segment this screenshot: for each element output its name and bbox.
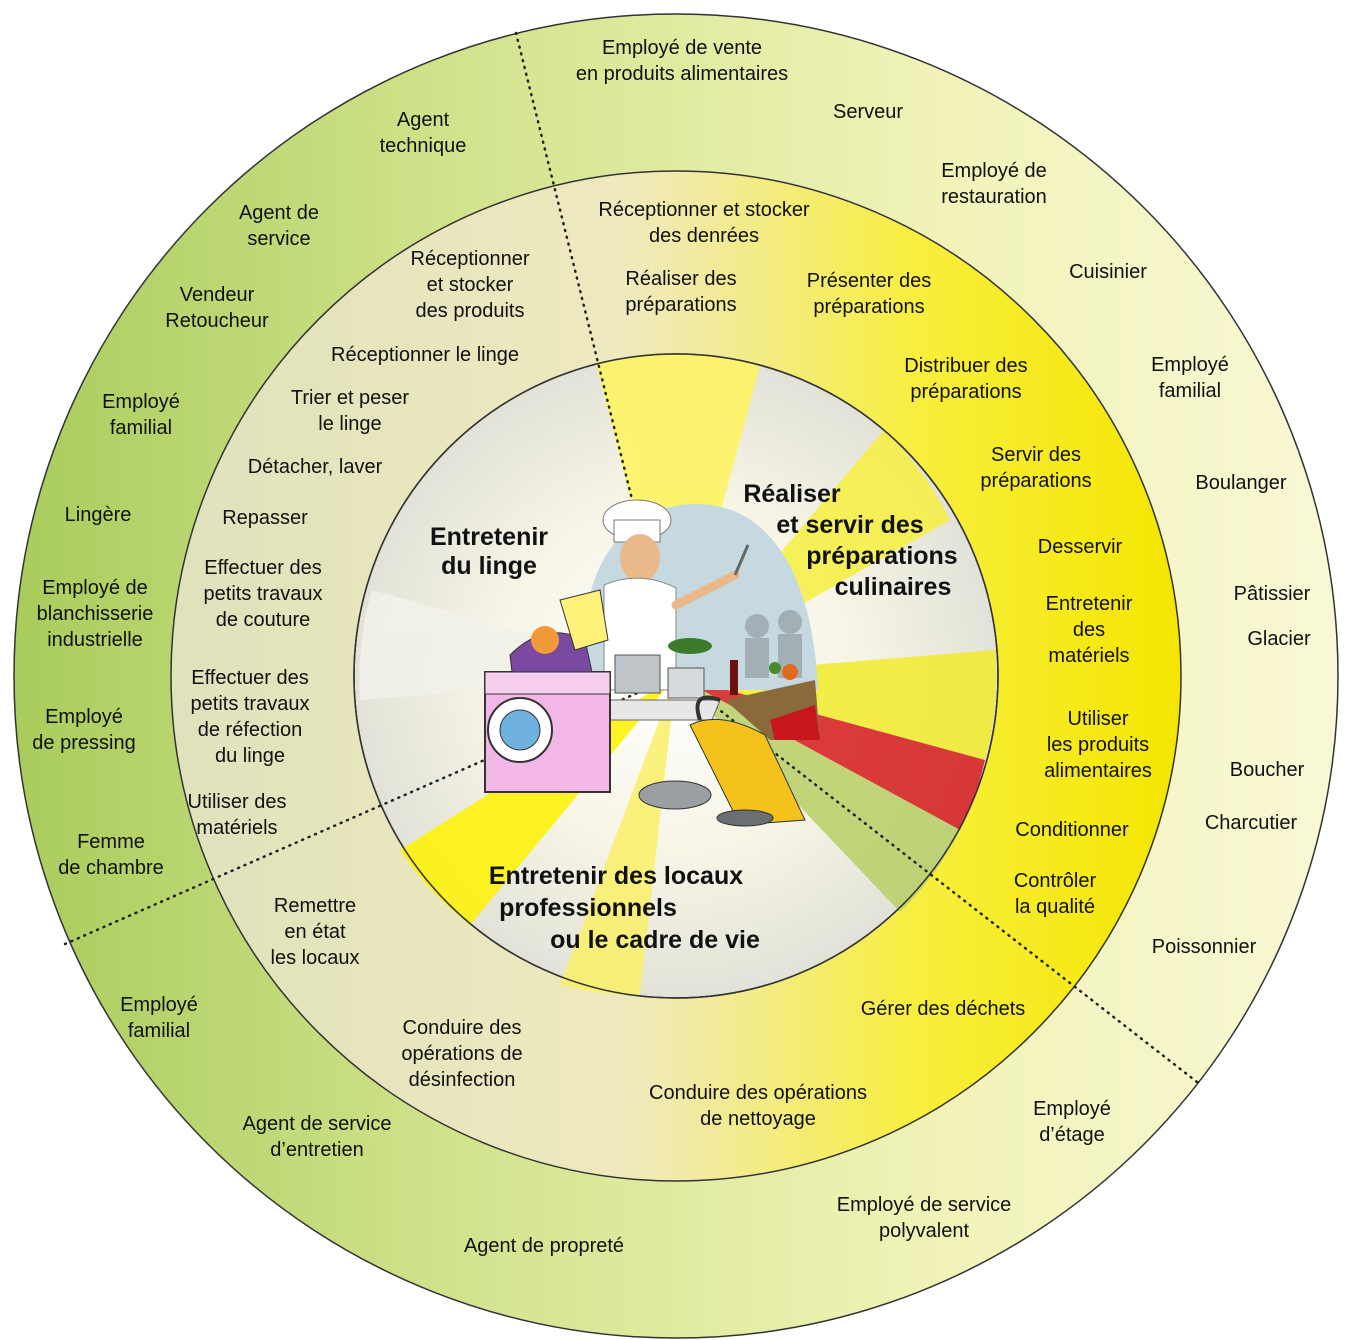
job-culinary-7: Pâtissier xyxy=(1234,583,1311,605)
vacuum-cleaner-icon xyxy=(638,695,806,827)
job-culinary-6: Boulanger xyxy=(1195,472,1287,494)
activity-culinary-9: Conditionner xyxy=(1015,819,1129,841)
washing-machine-icon xyxy=(484,589,611,793)
job-culinary-11: Poissonnier xyxy=(1152,936,1257,958)
cooking-table-icon xyxy=(725,660,820,740)
activity-linen-2: Réceptionner le linge xyxy=(331,344,519,366)
divider-linen-premises xyxy=(63,674,678,946)
center-illustration xyxy=(484,499,820,827)
activity-premises-4: Gérer des déchets xyxy=(861,998,1026,1020)
activity-linen-5: Repasser xyxy=(222,507,308,529)
divider-culinary-premises xyxy=(674,674,1199,1084)
activity-linen-4: Détacher, laver xyxy=(248,456,383,478)
activity-culinary-6: Desservir xyxy=(1038,536,1123,558)
job-culinary-8: Glacier xyxy=(1247,628,1311,650)
job-culinary-10: Charcutier xyxy=(1205,812,1298,834)
job-premises-3: Agent de propreté xyxy=(464,1235,624,1257)
job-culinary-2: Serveur xyxy=(833,101,903,123)
job-culinary-9: Boucher xyxy=(1230,759,1305,781)
silhouettes-icon xyxy=(745,610,802,678)
stove-pots-icon xyxy=(597,638,721,721)
job-culinary-4: Cuisinier xyxy=(1069,261,1147,283)
job-linen-5: Lingère xyxy=(65,504,132,526)
